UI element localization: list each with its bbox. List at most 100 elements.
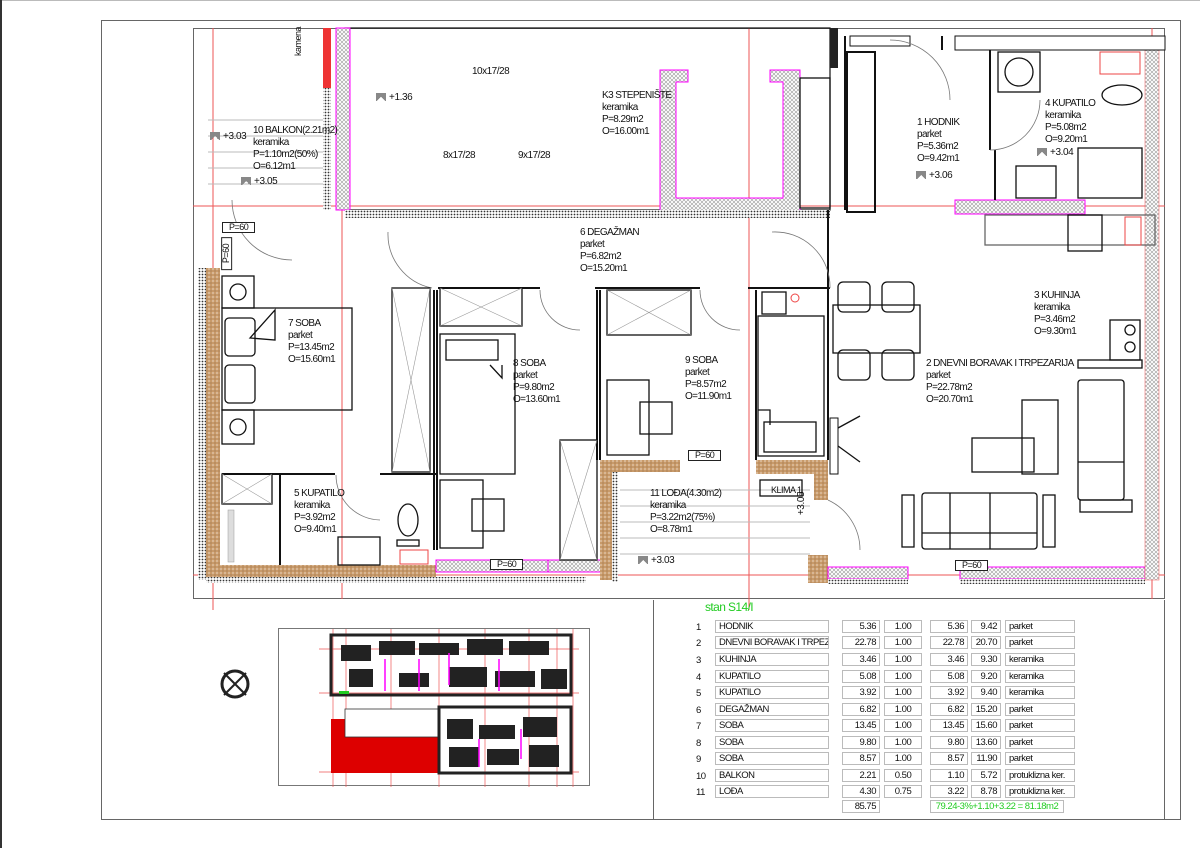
row-number: 5 xyxy=(696,688,701,699)
row-number: 8 xyxy=(696,738,701,749)
area-cell: 5.36 xyxy=(842,620,880,633)
row-number: 10 xyxy=(696,771,706,782)
net-area-cell: 9.80 xyxy=(930,736,968,749)
perimeter-cell: 11.90 xyxy=(971,752,1001,765)
area-table-panel xyxy=(653,600,1165,820)
level-marker-icon xyxy=(1037,148,1047,157)
level-mark: +3.03 xyxy=(638,555,675,566)
level-mark: +3.05 xyxy=(796,491,808,516)
room-name-cell: HODNIK xyxy=(715,620,829,633)
key-plan-drawing xyxy=(319,629,579,787)
radiator-mark: P=60 xyxy=(490,559,524,570)
level-mark: +3.06 xyxy=(916,170,953,181)
ac-unit-label: KLIMA 1 xyxy=(771,485,802,495)
floor-cell: keramika xyxy=(1005,653,1075,666)
net-area-cell: 5.08 xyxy=(930,670,968,683)
perimeter-cell: 8.78 xyxy=(971,785,1001,798)
floor-cell: keramika xyxy=(1005,686,1075,699)
stair-label: 10x17/28 xyxy=(472,66,510,77)
net-area-cell: 13.45 xyxy=(930,719,968,732)
net-area-cell: 1.10 xyxy=(930,769,968,782)
sheet-left-edge xyxy=(0,0,2,848)
room-name-cell: KUHINJA xyxy=(715,653,829,666)
coefficient-cell: 1.00 xyxy=(884,736,922,749)
key-plan xyxy=(278,628,590,787)
room-name-cell: LOĐA xyxy=(715,785,829,798)
level-marker-icon xyxy=(638,556,648,565)
net-area-cell: 22.78 xyxy=(930,636,968,649)
net-area-cell: 8.57 xyxy=(930,752,968,765)
area-cell: 5.08 xyxy=(842,670,880,683)
area-cell: 2.21 xyxy=(842,769,880,782)
coefficient-cell: 1.00 xyxy=(884,670,922,683)
total-area-cell: 85.75 xyxy=(842,800,880,813)
coefficient-cell: 1.00 xyxy=(884,719,922,732)
area-cell: 8.57 xyxy=(842,752,880,765)
floor-cell: parket xyxy=(1005,719,1075,732)
floor-cell: parket xyxy=(1005,736,1075,749)
north-compass-icon xyxy=(220,669,250,699)
perimeter-cell: 5.72 xyxy=(971,769,1001,782)
table-row: 9 SOBA 8.57 1.00 8.57 11.90 parket xyxy=(696,752,1096,767)
net-area-cell: 3.46 xyxy=(930,653,968,666)
perimeter-cell: 13.60 xyxy=(971,736,1001,749)
radiator-mark: P=60 xyxy=(955,560,989,571)
row-number: 9 xyxy=(696,754,701,765)
level-marker-icon xyxy=(916,171,926,180)
room-name-cell: DNEVNI BORAVAK I TRPEZARIJA xyxy=(715,636,829,649)
net-area-cell: 3.92 xyxy=(930,686,968,699)
area-cell: 9.80 xyxy=(842,736,880,749)
coefficient-cell: 0.75 xyxy=(884,785,922,798)
perimeter-cell: 9.42 xyxy=(971,620,1001,633)
floor-cell: parket xyxy=(1005,752,1075,765)
area-cell: 3.46 xyxy=(842,653,880,666)
level-mark: +3.04 xyxy=(1037,147,1074,158)
radiator-mark: P=60 xyxy=(688,450,722,461)
perimeter-cell: 9.40 xyxy=(971,686,1001,699)
unit-title: stan S14/I xyxy=(705,600,754,614)
sheet-top-edge xyxy=(0,0,1200,1)
table-row: 2 DNEVNI BORAVAK I TRPEZARIJA 22.78 1.00… xyxy=(696,636,1096,651)
room-name-cell: SOBA xyxy=(715,752,829,765)
drawing-border xyxy=(101,20,1181,820)
material-note: kamena xyxy=(293,26,303,56)
level-mark: +1.36 xyxy=(376,92,413,103)
coefficient-cell: 1.00 xyxy=(884,653,922,666)
perimeter-cell: 20.70 xyxy=(971,636,1001,649)
exterior-walls xyxy=(198,35,1166,584)
table-row: 1 HODNIK 5.36 1.00 5.36 9.42 parket xyxy=(696,620,1096,635)
level-mark: +3.05 xyxy=(241,176,278,187)
room-name-cell: KUPATILO xyxy=(715,670,829,683)
table-row: 6 DEGAŽMAN 6.82 1.00 6.82 15.20 parket xyxy=(696,703,1096,718)
perimeter-cell: 15.20 xyxy=(971,703,1001,716)
net-area-cell: 5.36 xyxy=(930,620,968,633)
coefficient-cell: 1.00 xyxy=(884,686,922,699)
row-number: 7 xyxy=(696,721,701,732)
level-marker-icon xyxy=(376,93,386,102)
radiator-mark: P=60 xyxy=(221,236,233,271)
perimeter-cell: 9.20 xyxy=(971,670,1001,683)
stair-label: 9x17/28 xyxy=(518,150,551,161)
table-row: 11 LOĐA 4.30 0.75 3.22 8.78 protuklizna … xyxy=(696,785,1096,800)
table-row: 5 KUPATILO 3.92 1.00 3.92 9.40 keramika xyxy=(696,686,1096,701)
coefficient-cell: 1.00 xyxy=(884,636,922,649)
area-cell: 6.82 xyxy=(842,703,880,716)
row-number: 6 xyxy=(696,705,701,716)
door-swings xyxy=(231,39,1041,551)
table-row: 7 SOBA 13.45 1.00 13.45 15.60 parket xyxy=(696,719,1096,734)
room-name-cell: SOBA xyxy=(715,719,829,732)
room-name-cell: BALKON xyxy=(715,769,829,782)
level-marker-icon xyxy=(241,177,251,186)
row-number: 2 xyxy=(696,638,701,649)
coefficient-cell: 1.00 xyxy=(884,752,922,765)
